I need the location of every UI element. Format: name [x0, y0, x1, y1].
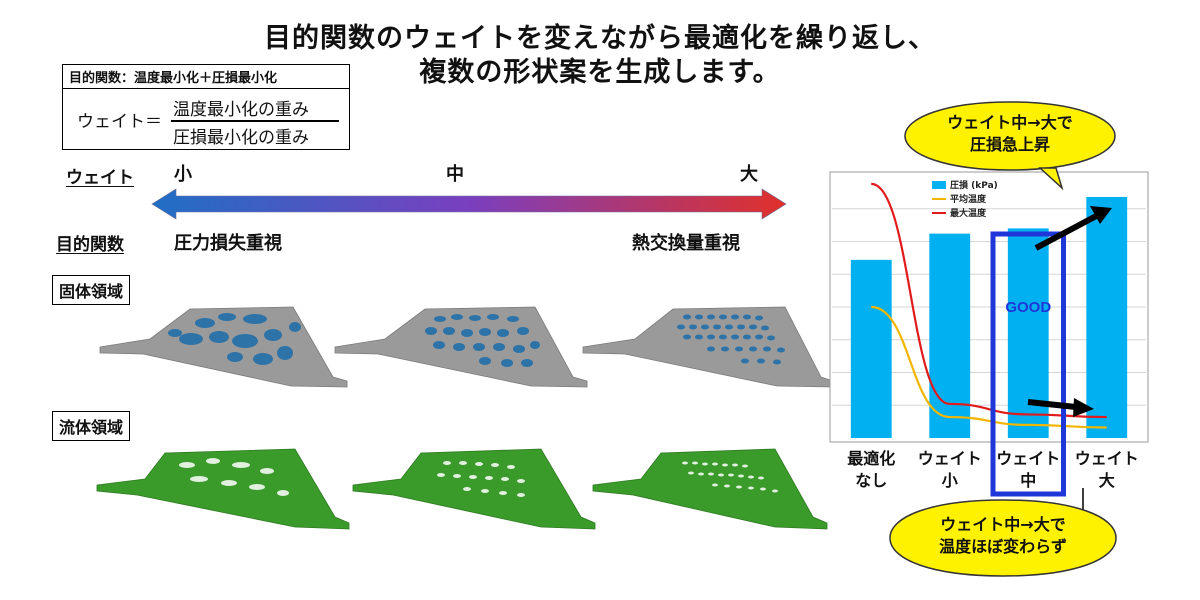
- callout-bottom-bubble: [889, 488, 1117, 577]
- category-label-0-1: なし: [855, 471, 887, 490]
- formula-numerator: 温度最小化の重み: [173, 100, 309, 120]
- callout-bottom: ウェイト中→大で 温度ほぼ変わらず: [895, 514, 1111, 558]
- bar-1: [929, 233, 971, 438]
- objective-box: 目的関数：温度最小化＋圧損最小化 ウェイト＝ 温度最小化の重み 圧損最小化の重み: [62, 64, 350, 150]
- good-label: GOOD: [1005, 299, 1051, 316]
- heat-exchange-priority-label: 熱交換量重視: [632, 233, 740, 254]
- bar-2: [1007, 228, 1049, 438]
- solid-shape-small: [99, 306, 348, 388]
- fluid-shapes: [96, 448, 828, 530]
- bar-0: [850, 259, 892, 438]
- pressure-priority-label: 圧力損失重視: [174, 233, 282, 254]
- solid-shapes: [99, 306, 834, 388]
- callout-top: ウェイト中→大で 圧損急上昇: [905, 112, 1115, 156]
- legend-label-0: 圧損 (kPa): [950, 179, 998, 191]
- trend-arrow-up: [1034, 206, 1112, 251]
- weight-small: 小: [174, 164, 192, 185]
- objective-heading: 目的関数：温度最小化＋圧損最小化: [63, 65, 349, 89]
- formula-lhs: ウェイト＝: [77, 112, 162, 132]
- objective-row-label: 目的関数: [56, 235, 124, 255]
- title-line-2: 複数の形状案を生成します。: [419, 57, 781, 88]
- fluid-region-label: 流体領域: [52, 411, 131, 441]
- legend-label-2: 最大温度: [950, 207, 987, 219]
- category-label-1-1: 小: [942, 471, 958, 490]
- callout-bottom-line2: 温度ほぼ変わらず: [939, 537, 1067, 556]
- category-label-2-1: 中: [1020, 471, 1036, 490]
- gradient-arrow: [151, 188, 787, 220]
- callout-top-bubble: [904, 101, 1116, 191]
- weight-large: 大: [740, 164, 758, 185]
- weight-formula: ウェイト＝ 温度最小化の重み 圧損最小化の重み: [63, 89, 349, 149]
- fraction-bar: [171, 120, 339, 122]
- bar-3: [1086, 196, 1128, 438]
- page-title: 目的関数のウェイトを変えながら最適化を繰り返し、 複数の形状案を生成します。: [0, 22, 1200, 90]
- category-label-2-0: ウェイト: [996, 449, 1060, 468]
- weight-row-label: ウェイト: [66, 168, 134, 188]
- callout-top-line1: ウェイト中→大で: [947, 113, 1073, 132]
- category-label-3-0: ウェイト: [1075, 449, 1139, 468]
- legend-label-1: 平均温度: [950, 193, 987, 205]
- trend-arrow-flat: [1027, 398, 1094, 417]
- category-label-3-1: 大: [1099, 471, 1115, 490]
- weight-medium: 中: [446, 164, 464, 185]
- solid-region-label: 固体領域: [52, 275, 131, 305]
- category-label-0-0: 最適化: [847, 449, 895, 468]
- callout-top-line2: 圧損急上昇: [969, 135, 1050, 154]
- callout-bottom-line1: ウェイト中→大で: [940, 515, 1066, 534]
- title-line-1: 目的関数のウェイトを変えながら最適化を繰り返し、: [264, 23, 936, 54]
- series-line-1: [871, 182, 1107, 419]
- formula-denominator: 圧損最小化の重み: [173, 128, 309, 148]
- good-highlight-box: [990, 231, 1066, 497]
- legend-swatch-0: [932, 181, 946, 189]
- category-label-1-0: ウェイト: [918, 449, 982, 468]
